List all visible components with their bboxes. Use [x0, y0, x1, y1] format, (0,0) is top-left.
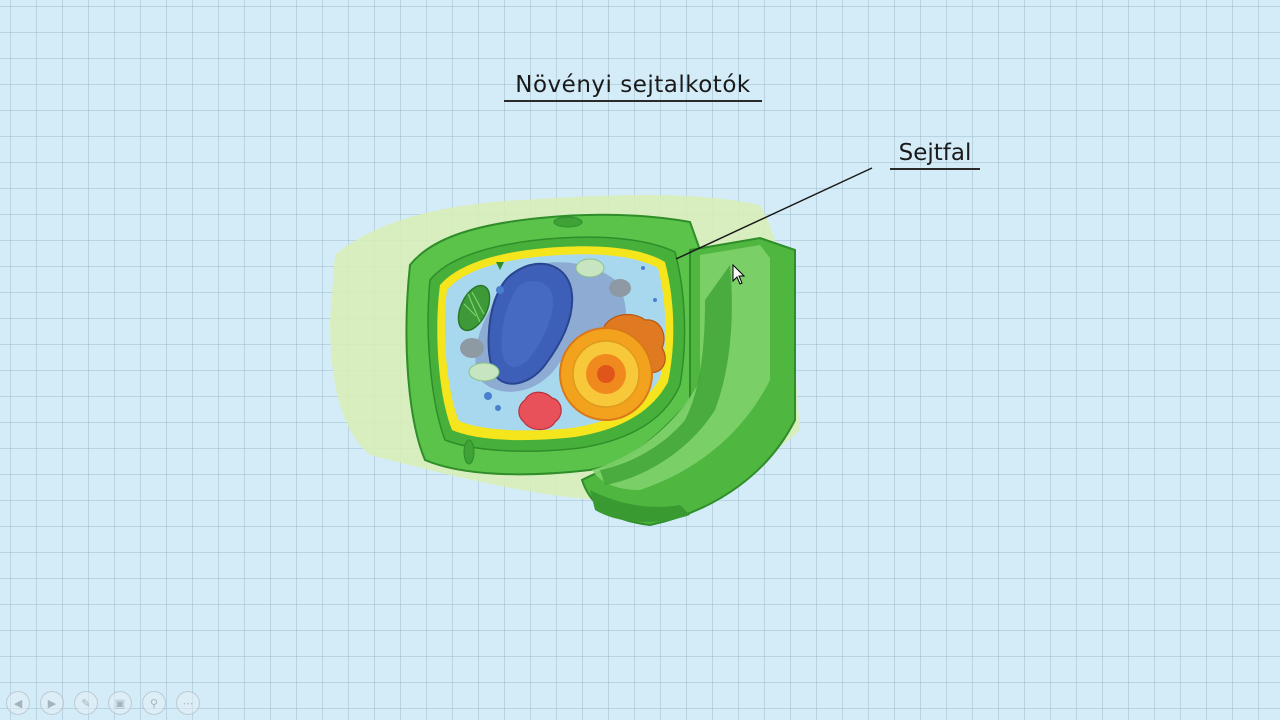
cell-wall-bottom-ridge	[590, 490, 690, 522]
golgi-apparatus	[518, 391, 562, 431]
more-icon[interactable]: ⋯	[176, 691, 200, 715]
next-icon[interactable]: ▶	[40, 691, 64, 715]
mouse-cursor-icon	[732, 264, 746, 285]
slide-title: Növényi sejtalkotók	[504, 72, 762, 102]
ribosome	[653, 298, 657, 302]
ribosome	[496, 286, 504, 294]
ribosome	[641, 266, 645, 270]
ribosome	[484, 392, 492, 400]
zoom-icon[interactable]: ⚲	[142, 691, 166, 715]
plasmodesma	[553, 216, 583, 228]
callout-label-sejtfal: Sejtfal	[890, 140, 980, 170]
presentation-toolbar: ◀ ▶ ✎ ▣ ⚲ ⋯	[6, 690, 200, 716]
prev-icon[interactable]: ◀	[6, 691, 30, 715]
vesicle	[460, 338, 484, 358]
mitochondrion	[468, 362, 500, 382]
slides-icon[interactable]: ▣	[108, 691, 132, 715]
cell-wall-cut-inner	[600, 265, 732, 485]
plasmodesma	[463, 439, 475, 465]
ribosome	[495, 405, 501, 411]
pen-icon[interactable]: ✎	[74, 691, 98, 715]
mitochondrion	[575, 258, 605, 278]
vesicle	[609, 279, 631, 297]
callout-leader-line	[675, 167, 873, 260]
nucleus-inner	[501, 281, 554, 367]
